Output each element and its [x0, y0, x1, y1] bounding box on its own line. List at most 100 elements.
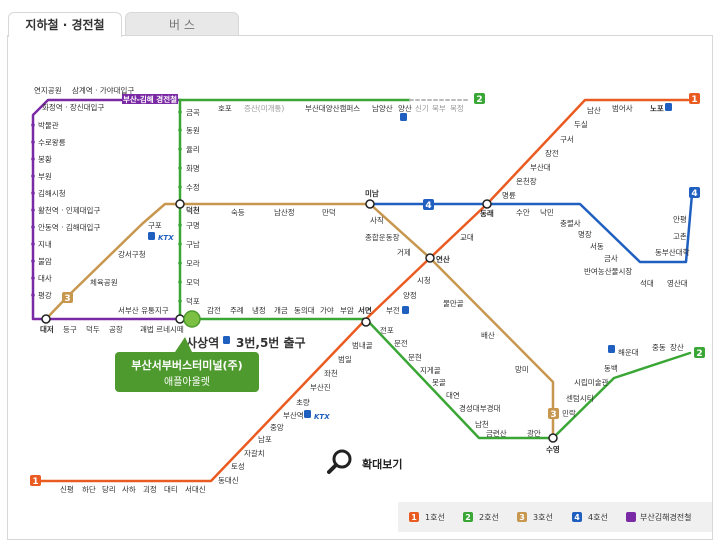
station-label[interactable]: 종합운동장	[365, 232, 400, 242]
station-label[interactable]: 수로왕릉	[38, 138, 66, 147]
station-label[interactable]: 대티	[164, 485, 178, 494]
station-label[interactable]: 남천	[475, 419, 489, 429]
station-label[interactable]: 수영	[546, 444, 560, 454]
station-label[interactable]: 부원	[38, 172, 52, 181]
tab-bus[interactable]: 버 스	[125, 12, 239, 36]
station-label[interactable]: 서동	[590, 242, 604, 251]
station-label[interactable]: 남양산	[372, 103, 393, 113]
station-label[interactable]: 활천역 · 인제대입구	[38, 205, 100, 215]
station-label[interactable]: 남산	[587, 105, 601, 115]
station-label[interactable]: 망미	[515, 364, 529, 374]
station-deokcheon-transfer[interactable]	[175, 199, 185, 209]
station-label[interactable]: 만덕	[322, 207, 336, 217]
station-label[interactable]: 안평	[673, 214, 687, 224]
station-label[interactable]: 경성대부경대	[459, 403, 500, 413]
station-label[interactable]: 연산	[436, 254, 450, 264]
station-label[interactable]: 부전	[386, 305, 400, 315]
station-label[interactable]: 박물관	[38, 120, 59, 130]
station-label[interactable]: 배산	[481, 330, 495, 340]
station-label[interactable]: 증산(미개통)	[244, 103, 284, 113]
station-label[interactable]: 두실	[574, 119, 588, 129]
station-label[interactable]: 전포	[380, 325, 394, 335]
station-label[interactable]: 지내	[38, 240, 52, 249]
station-label[interactable]: 동원	[186, 126, 200, 135]
station-label[interactable]: 남산정	[274, 207, 295, 217]
station-label[interactable]: 낙민	[540, 207, 554, 217]
station-yeonsan-transfer[interactable]	[425, 253, 435, 263]
station-label[interactable]: 영산대	[667, 278, 688, 288]
station-label[interactable]: 토성	[231, 462, 245, 471]
station-label[interactable]: 삼계역 · 가야대입구	[72, 85, 134, 95]
station-label[interactable]: 화정역 · 장신대입구	[42, 102, 104, 112]
station-label[interactable]: 덕포	[186, 296, 200, 306]
station-label[interactable]: 충렬사	[560, 219, 581, 228]
station-label[interactable]: 복정	[450, 103, 464, 113]
station-label[interactable]: 체육공원	[90, 277, 118, 287]
station-label[interactable]: 신기	[415, 104, 429, 113]
station-sasang-transfer[interactable]	[175, 314, 185, 324]
station-label[interactable]: 지게골	[420, 365, 441, 375]
station-label[interactable]: 거제	[397, 248, 411, 257]
station-label[interactable]: 초량	[296, 398, 310, 407]
station-minam-transfer[interactable]	[365, 199, 375, 209]
station-label[interactable]: 대사	[38, 274, 52, 283]
station-label[interactable]: 금련산	[486, 428, 507, 438]
station-label[interactable]: 민락	[562, 408, 576, 418]
station-label[interactable]: 남포	[258, 435, 272, 444]
station-label[interactable]: 석대	[640, 278, 654, 288]
station-label[interactable]: 구포	[148, 221, 162, 230]
station-label[interactable]: 부산대	[530, 162, 551, 172]
station-label[interactable]: 시립미술관	[574, 377, 609, 387]
station-label[interactable]: 명장	[578, 229, 592, 239]
station-label[interactable]: 강서구청	[118, 249, 146, 259]
station-label[interactable]: 동부산대학	[655, 247, 690, 257]
station-label[interactable]: 대연	[446, 391, 460, 400]
station-label[interactable]: 구서	[560, 135, 574, 144]
station-label[interactable]: 해운대	[618, 347, 639, 357]
station-label[interactable]: 부암	[340, 305, 354, 315]
station-label[interactable]: 장전	[545, 148, 559, 158]
station-label[interactable]: 주례	[230, 305, 244, 315]
tab-subway[interactable]: 지하철 · 경전철	[8, 12, 122, 37]
station-label[interactable]: 좌천	[324, 368, 338, 378]
station-label[interactable]: 동래	[480, 208, 494, 218]
station-label[interactable]: 감전	[207, 305, 221, 315]
station-label[interactable]: 안동역 · 김해대입구	[38, 222, 100, 232]
station-label[interactable]: 숙등	[231, 208, 245, 217]
station-label[interactable]: 개금	[274, 305, 288, 315]
station-label[interactable]: 금곡	[186, 108, 200, 117]
station-label[interactable]: 북부	[432, 104, 446, 113]
station-label[interactable]: 사하	[122, 484, 136, 494]
station-label[interactable]: 동의대	[294, 305, 315, 315]
station-label[interactable]: 모덕	[186, 277, 200, 287]
station-label[interactable]: 부산역	[283, 410, 304, 420]
station-label[interactable]: 공항	[109, 325, 123, 334]
station-label[interactable]: 범일	[338, 354, 352, 364]
station-daejeo-transfer[interactable]	[41, 314, 51, 324]
station-suyeong-transfer[interactable]	[548, 433, 558, 443]
station-label[interactable]: 중앙	[270, 422, 284, 432]
station-label[interactable]: 대저	[40, 324, 54, 334]
station-label[interactable]: 광안	[527, 428, 541, 438]
station-label[interactable]: 고촌	[673, 232, 687, 241]
station-label[interactable]: 범어사	[612, 103, 633, 113]
station-label[interactable]: 서면	[358, 305, 372, 315]
station-label[interactable]: 범내골	[352, 340, 373, 350]
station-label[interactable]: 가야	[320, 305, 334, 315]
station-label[interactable]: 당리	[102, 484, 116, 494]
station-label[interactable]: 등구	[63, 325, 77, 334]
station-label[interactable]: 덕두	[86, 324, 100, 334]
station-label[interactable]: 자갈치	[244, 449, 265, 458]
station-label[interactable]: 노포	[650, 104, 664, 113]
station-label[interactable]: 신평	[60, 484, 74, 494]
station-label[interactable]: 동백	[604, 363, 618, 373]
station-label[interactable]: 서대신	[185, 485, 206, 494]
station-label[interactable]: 못골	[432, 378, 446, 387]
station-label[interactable]: 교대	[460, 233, 474, 242]
station-label[interactable]: 호포	[218, 104, 232, 113]
station-label[interactable]: 수정	[186, 182, 200, 192]
station-dongnae-transfer[interactable]	[482, 199, 492, 209]
station-label[interactable]: 사직	[370, 215, 384, 225]
station-label[interactable]: 평강	[38, 290, 52, 300]
station-label[interactable]: 센텀시티	[566, 393, 594, 403]
